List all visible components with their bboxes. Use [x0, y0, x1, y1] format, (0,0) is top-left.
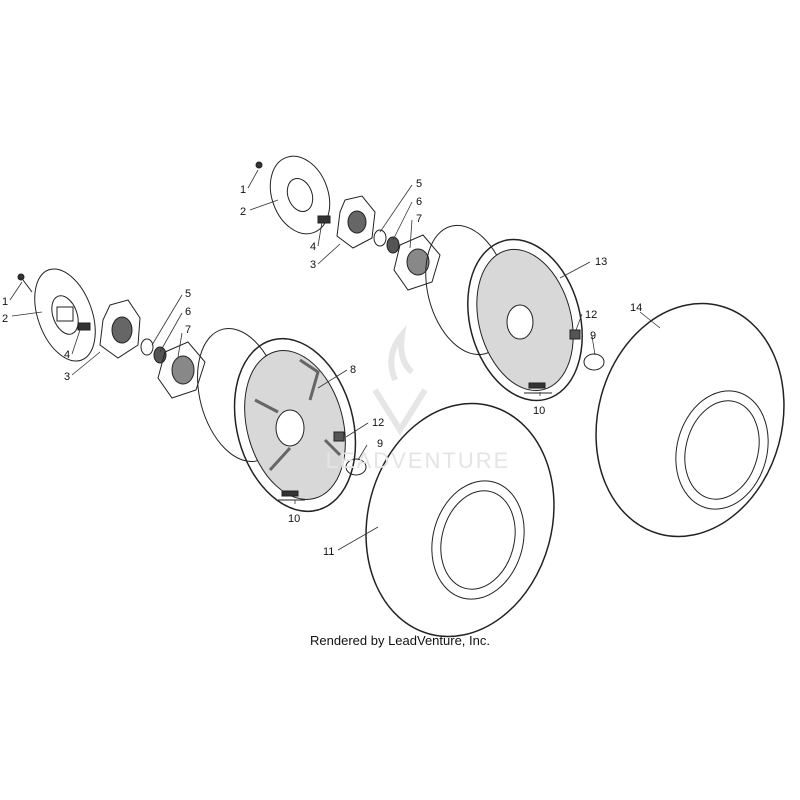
callout-1-left: 1	[2, 296, 8, 308]
callout-4-right: 4	[310, 241, 316, 253]
callout-10-left: 10	[288, 513, 300, 525]
hub-right	[336, 195, 376, 249]
callout-13-right: 13	[595, 256, 607, 268]
callouts-left: 1 2 3 4 5 6 7 8 9 10 11 12	[2, 288, 384, 558]
lug-nut-right	[569, 329, 581, 340]
callouts-right: 1 2 3 4 5 6 7 9 10 12 13 14	[240, 178, 642, 417]
callout-6-left: 6	[185, 306, 191, 318]
bolt-right	[255, 161, 263, 169]
callout-9-right: 9	[590, 330, 596, 342]
callout-8-left: 8	[350, 364, 356, 376]
hub-adapter-right	[393, 234, 441, 291]
watermark-text: LEADVENTURE	[325, 448, 511, 473]
valve-stem-right	[524, 382, 552, 394]
callout-12-left: 12	[372, 417, 384, 429]
wheel-left	[197, 328, 357, 513]
brake-disc-left	[34, 268, 96, 362]
center-cap-right	[583, 353, 605, 371]
leader-lines	[9, 169, 661, 551]
callout-7-left: 7	[185, 324, 191, 336]
callout-2-right: 2	[240, 206, 246, 218]
center-cap-left	[345, 458, 367, 476]
callout-3-right: 3	[310, 259, 316, 271]
stud-left	[77, 322, 91, 331]
callout-12-right: 12	[585, 309, 597, 321]
callout-14-right: 14	[630, 302, 642, 314]
lug-nut-left	[333, 431, 345, 442]
washer-right	[373, 229, 387, 247]
callout-4-left: 4	[64, 349, 70, 361]
stud-right	[317, 215, 331, 224]
brake-disc-right	[269, 155, 331, 235]
callout-11-left: 11	[323, 546, 334, 558]
nut-right	[386, 236, 400, 254]
watermark-logo	[372, 324, 428, 436]
callout-3-left: 3	[64, 371, 70, 383]
tire-right	[595, 302, 785, 538]
callout-9-left: 9	[377, 438, 383, 450]
valve-stem-left	[278, 490, 305, 501]
callout-5-right: 5	[416, 178, 422, 190]
washer-left	[140, 338, 154, 356]
bolt-left	[17, 273, 33, 293]
callout-10-right: 10	[533, 405, 545, 417]
hub-left	[99, 299, 141, 359]
tire-left	[365, 402, 555, 638]
footer-credit: Rendered by LeadVenture, Inc.	[310, 633, 490, 648]
callout-7-right: 7	[416, 213, 422, 225]
callout-6-right: 6	[416, 196, 422, 208]
hub-adapter-left	[157, 341, 206, 399]
callout-2-left: 2	[2, 313, 8, 325]
wheel-right	[425, 224, 583, 402]
callout-1-right: 1	[240, 184, 246, 196]
callout-5-left: 5	[185, 288, 191, 300]
